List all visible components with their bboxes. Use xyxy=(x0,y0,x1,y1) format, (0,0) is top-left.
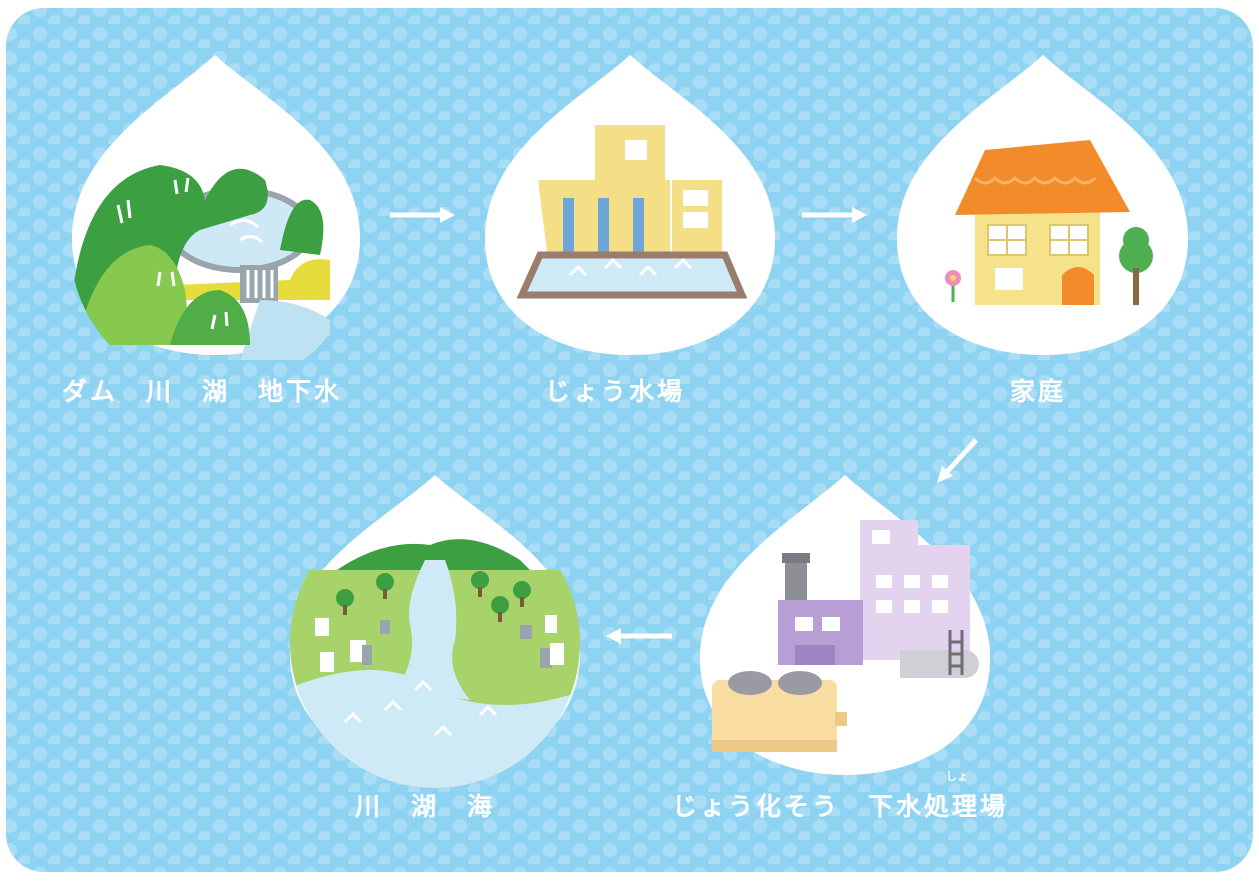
drop-dam xyxy=(70,55,361,360)
arrow-dam-to-plant xyxy=(390,207,455,223)
drop-water-plant xyxy=(484,55,776,355)
arrow-house-to-sewage xyxy=(937,438,978,483)
sewage-treatment-plant-icon xyxy=(712,520,979,752)
arrow-sewage-to-river xyxy=(606,628,672,644)
ruby-sho: しょ xyxy=(946,770,968,783)
label-water-plant: じょう水場 xyxy=(545,377,686,406)
house-icon xyxy=(945,140,1153,305)
water-purification-plant-icon xyxy=(516,125,748,299)
label-sewage-plant: じょう化そう 下水処理場 xyxy=(672,792,1009,821)
label-dam: ダム 川 湖 地下水 xyxy=(62,377,343,406)
dam-icon xyxy=(70,165,330,360)
drop-house xyxy=(896,55,1189,355)
label-house: 家庭 xyxy=(1010,377,1067,406)
arrow-plant-to-house xyxy=(802,207,867,223)
drop-sewage-plant xyxy=(699,475,991,775)
label-river-sea: 川 湖 海 xyxy=(355,792,496,821)
